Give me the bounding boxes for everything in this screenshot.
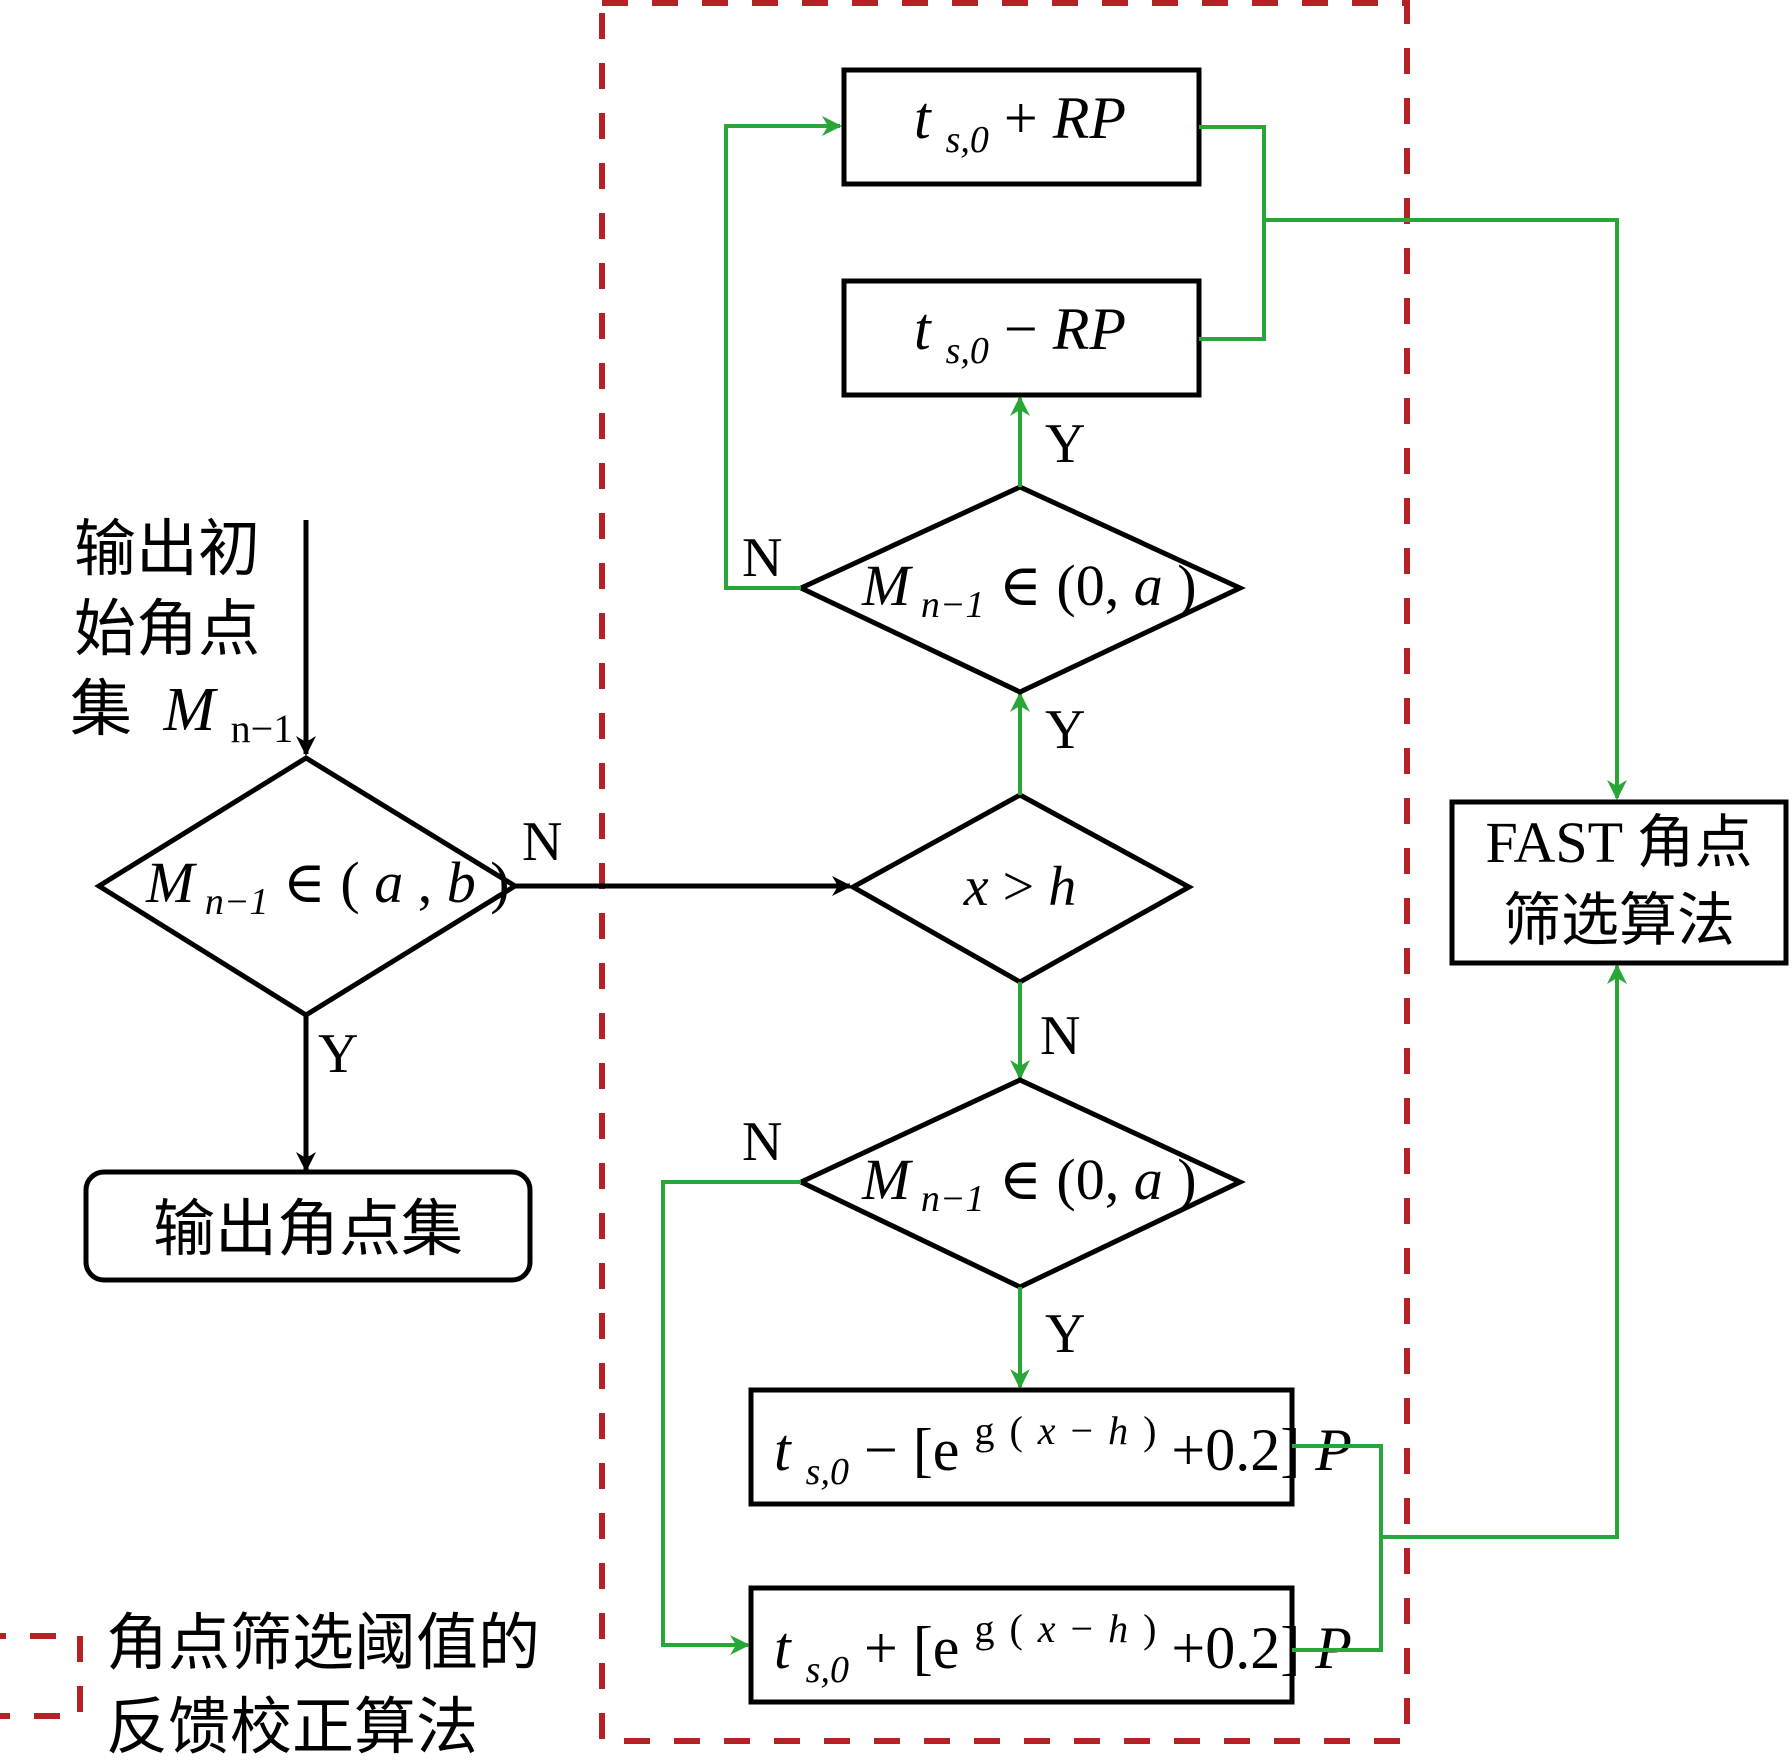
legend-dashed-swatch [0,1633,83,1719]
output-corner-set-label: 输出角点集 [153,1196,463,1264]
bracket-e: [e [913,1417,960,1483]
range-start: (0, [1056,1147,1133,1212]
sup-h: h [1108,1408,1128,1453]
plus-0-2: +0.2] [1171,1417,1300,1483]
fast-box-line1: FAST 角点 [1486,810,1753,875]
input-label: 输出初 始角点 集 M n−1 [70,516,293,751]
var-m: M [861,1147,913,1212]
decision-upper-diamond[interactable] [795,484,1246,695]
sup-x: x [1037,1408,1056,1453]
input-label-var: M [163,676,219,744]
var-rp: RP [1052,296,1126,362]
fast-corner-filter-box[interactable] [1449,799,1789,966]
var-a: a [1134,1147,1163,1212]
sup-h: h [1108,1606,1128,1651]
decision-lower-label: M n−1 ∈ (0, a ) [861,1147,1197,1224]
upper-yes-label: Y [1045,413,1085,475]
sup-paren-close: ) [1143,1408,1156,1453]
sup-minus: − [1071,1408,1094,1453]
var-t: t [914,85,932,151]
var-p: P [1314,1417,1352,1483]
minus-op: − [1004,296,1038,362]
minus-op: − [864,1417,898,1483]
legend-line2: 反馈校正算法 [106,1694,478,1762]
var-t: t [774,1417,792,1483]
output-corner-set-box[interactable] [83,1169,533,1283]
input-label-line2: 始角点 [74,596,260,664]
range-start: (0, [1056,553,1133,618]
var-t: t [914,296,932,362]
var-t: t [774,1615,792,1681]
decision-main-label: M n−1 ∈ ( a , b ) [145,850,510,927]
var-a: a [374,850,403,915]
plus-op: + [1004,85,1038,151]
decision-main-yes-label: Y [318,1023,358,1085]
legend-line1: 角点筛选阈值的 [106,1610,540,1678]
input-label-line3: 集 M n−1 [70,676,293,751]
plus-rp-out-connector [1199,125,1266,341]
lower-no-label: N [742,1111,782,1173]
decision-upper-label: M n−1 ∈ (0, a ) [861,553,1197,630]
legend: 角点筛选阈值的 反馈校正算法 [0,1610,540,1762]
input-label-line3-cjk: 集 [70,676,132,744]
sup-minus: − [1071,1606,1094,1651]
sup-g: g [974,1606,994,1651]
sub-s0: s,0 [806,1649,849,1691]
xh-yes-label: Y [1045,699,1085,761]
sub-s0: s,0 [806,1451,849,1493]
plus-0-2: +0.2] [1171,1615,1300,1681]
fast-box-line2: 筛选算法 [1503,888,1735,953]
box-ts0-plus-rp-label: t s,0 + RP [914,85,1126,165]
sub-n-1: n−1 [921,1178,985,1220]
sup-paren-open: ( [1009,1408,1022,1453]
sup-paren-open: ( [1009,1606,1022,1651]
paren-close: ) [1177,1147,1196,1212]
feedback-region-dashed-box [599,0,1410,1744]
box-ts0-minus-rp-label: t s,0 − RP [914,296,1126,376]
greater-than: > [1003,856,1035,918]
bracket-e: [e [913,1615,960,1681]
paren-open: ( [340,850,359,915]
sub-n-1: n−1 [205,881,269,923]
upper-no-label: N [742,527,782,589]
upper-no-connector [724,116,842,590]
var-m: M [861,553,913,618]
element-of: ∈ [283,850,326,915]
plus-op: + [864,1615,898,1681]
sub-s0: s,0 [946,330,989,372]
var-h: h [1048,856,1076,918]
input-label-line1: 输出初 [74,516,260,584]
var-x: x [963,856,989,918]
lower-merge-to-fast-connector [1381,964,1627,1539]
xh-no-label: N [1040,1005,1080,1067]
box-ts0-minus-exp-label: t s,0 − [e g ( x − h ) +0.2] P [774,1391,1352,1497]
sup-x: x [1037,1606,1056,1651]
box-ts0-minus-exp[interactable] [748,1387,1295,1507]
exp-boxes-out-connector [1292,1444,1383,1652]
upper-merge-to-fast-connector [1264,218,1627,800]
var-rp: RP [1052,85,1126,151]
var-m: M [145,850,197,915]
paren-close: ) [490,850,509,915]
input-label-sub: n−1 [231,706,294,751]
lower-no-connector [661,1180,801,1655]
sub-n-1: n−1 [921,584,985,626]
sup-g: g [974,1408,994,1453]
sub-s0: s,0 [946,119,989,161]
sup-paren-close: ) [1143,1606,1156,1651]
var-b: b [447,850,476,915]
element-of: ∈ [999,553,1042,618]
element-of: ∈ [999,1147,1042,1212]
box-ts0-plus-exp[interactable] [748,1585,1295,1705]
var-a: a [1134,553,1163,618]
lower-yes-label: Y [1045,1303,1085,1365]
decision-x-gt-h-label: x > h [963,856,1076,918]
comma: , [418,850,447,915]
box-ts0-plus-exp-label: t s,0 + [e g ( x − h ) +0.2] P [774,1589,1352,1695]
paren-close: ) [1177,553,1196,618]
decision-main-no-label: N [522,811,562,873]
